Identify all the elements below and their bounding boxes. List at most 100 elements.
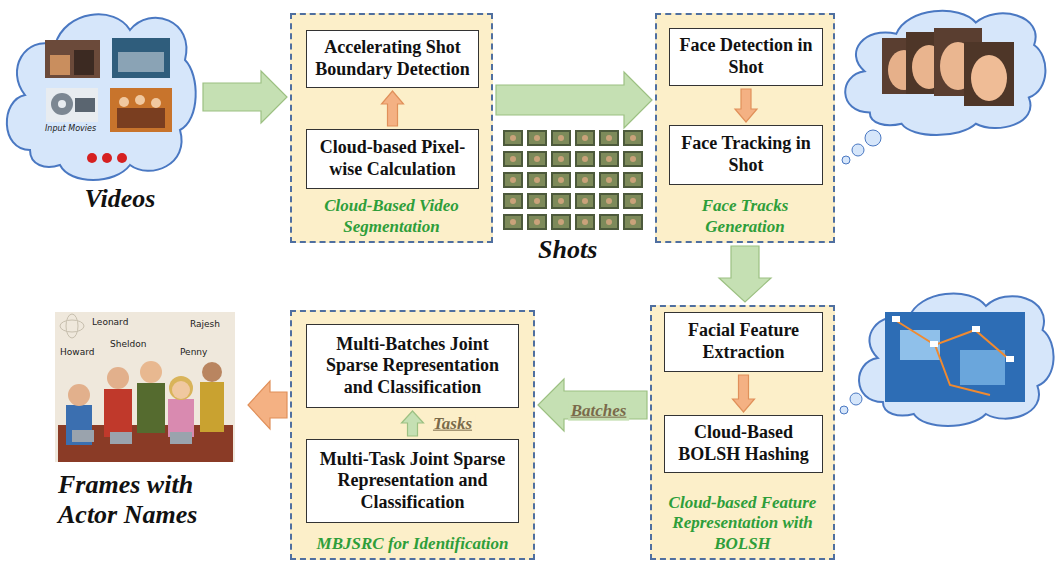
flow-arrow xyxy=(733,375,755,412)
panel-title: Cloud-Based Video Segmentation xyxy=(296,196,487,237)
videos-cloud-part xyxy=(117,108,165,128)
process-panel: Face Tracks Generation Face Detection in … xyxy=(655,13,835,243)
frames-picture-part xyxy=(202,362,222,382)
videos-cloud-part xyxy=(46,88,98,122)
shot-thumbnails xyxy=(503,130,647,235)
frames-picture-part xyxy=(107,367,129,389)
actor-name: Howard xyxy=(60,348,94,358)
videos-cloud-part xyxy=(110,88,172,132)
network-cloud-part xyxy=(859,294,1054,427)
process-box: Cloud-Based BOLSH Hashing xyxy=(664,415,823,473)
faces-cloud-part xyxy=(964,42,1014,106)
network-cloud-part xyxy=(885,312,1025,402)
videos-cloud xyxy=(7,14,196,180)
faces-cloud-part xyxy=(842,156,850,164)
shot-thumbnails-part xyxy=(503,130,647,235)
process-box: Accelerating Shot Boundary Detection xyxy=(306,30,479,88)
frames-picture xyxy=(55,312,235,462)
network-cloud-part xyxy=(850,393,862,405)
flow-arrow xyxy=(248,381,287,429)
faces-cloud-part xyxy=(971,55,1007,101)
videos-cloud-part xyxy=(119,97,129,107)
videos-cloud-part xyxy=(7,14,196,180)
frames-picture-part xyxy=(137,383,165,433)
videos-cloud-part xyxy=(102,153,112,163)
process-box: Facial Feature Extraction xyxy=(664,312,823,372)
network-cloud-part xyxy=(930,341,938,347)
box-text: Multi-Batches Joint Sparse Representatio… xyxy=(313,334,512,399)
flow-arrow xyxy=(496,72,652,128)
process-box: Face Detection in Shot xyxy=(669,28,823,86)
section-label: Shots xyxy=(538,236,597,265)
box-text: Face Detection in Shot xyxy=(676,35,816,78)
frames-picture-part xyxy=(55,312,235,462)
box-text: Accelerating Shot Boundary Detection xyxy=(313,37,472,80)
videos-cloud-part xyxy=(135,95,145,105)
caption-text: Frames with Actor Names xyxy=(58,470,243,530)
frames-picture-part xyxy=(66,314,78,338)
videos-cloud-part xyxy=(74,50,94,75)
process-panel: Cloud-Based Video Segmentation Accelerati… xyxy=(290,13,493,243)
process-box: Face Tracking in Shot xyxy=(669,125,823,185)
videos-cloud-part xyxy=(117,153,127,163)
box-text: Cloud-Based BOLSH Hashing xyxy=(671,422,816,465)
videos-cloud-part xyxy=(112,38,170,78)
faces-cloud-part xyxy=(852,144,864,156)
faces-cloud-part xyxy=(865,130,881,146)
frames-picture-part xyxy=(68,384,90,406)
frames-picture-part xyxy=(170,432,192,444)
box-text: Facial Feature Extraction xyxy=(671,320,816,363)
frames-picture-part xyxy=(110,432,132,444)
flow-arrow xyxy=(382,91,404,126)
network-cloud-part xyxy=(895,320,1010,360)
flow-arrow xyxy=(203,71,287,123)
frames-picture-part xyxy=(200,382,224,432)
frames-picture-part xyxy=(140,361,162,383)
actor-name: Penny xyxy=(180,348,207,358)
videos-cloud-part xyxy=(118,52,164,72)
flow-arrow xyxy=(735,89,757,122)
actor-name: Leonard xyxy=(92,318,128,328)
videos-cloud-part xyxy=(87,153,97,163)
faces-cloud-part xyxy=(845,11,1045,135)
panel-title: Face Tracks Generation xyxy=(661,196,829,237)
actor-name: Sheldon xyxy=(110,340,146,350)
network-cloud-part xyxy=(1006,356,1014,362)
process-box: Cloud-based Pixel-wise Calculation xyxy=(306,129,479,189)
edge-label: Batches xyxy=(568,402,630,421)
network-cloud-part xyxy=(935,345,990,395)
flow-arrow xyxy=(538,379,647,431)
process-panel: Cloud-based Feature Representation with … xyxy=(650,305,835,560)
panel-title: MBJSRC for Identification xyxy=(296,534,529,554)
flow-arrow xyxy=(719,246,771,302)
network-cloud-part xyxy=(960,350,1005,385)
videos-cloud-part xyxy=(151,98,161,108)
panel-title: Cloud-based Feature Representation with … xyxy=(656,493,829,554)
box-text: Cloud-based Pixel-wise Calculation xyxy=(313,137,472,180)
videos-cloud-part xyxy=(50,55,70,75)
frames-picture-part xyxy=(72,430,94,442)
frames-picture-part xyxy=(172,381,190,399)
network-cloud xyxy=(840,294,1054,427)
network-cloud-part xyxy=(840,406,848,414)
flow-arrow xyxy=(402,411,424,436)
faces-cloud xyxy=(842,11,1045,164)
illustration-node: Videos xyxy=(0,0,200,222)
videos-cloud-part xyxy=(75,98,95,112)
videos-cloud-part xyxy=(58,100,66,108)
process-box: Multi-Task Joint Sparse Representation a… xyxy=(306,439,519,523)
videos-cloud-part xyxy=(45,40,100,78)
frames-picture-part xyxy=(168,399,194,437)
edge-label: Tasks xyxy=(430,414,475,433)
actor-name: Rajesh xyxy=(190,320,220,330)
frames-picture-part xyxy=(104,389,132,437)
frames-picture-part xyxy=(60,320,84,332)
frames-picture-part xyxy=(169,376,193,400)
videos-cloud-part xyxy=(51,93,73,115)
network-cloud-part xyxy=(972,326,980,332)
network-cloud-part xyxy=(892,316,900,322)
process-box: Multi-Batches Joint Sparse Representatio… xyxy=(306,324,519,408)
box-text: Face Tracking in Shot xyxy=(676,133,816,176)
